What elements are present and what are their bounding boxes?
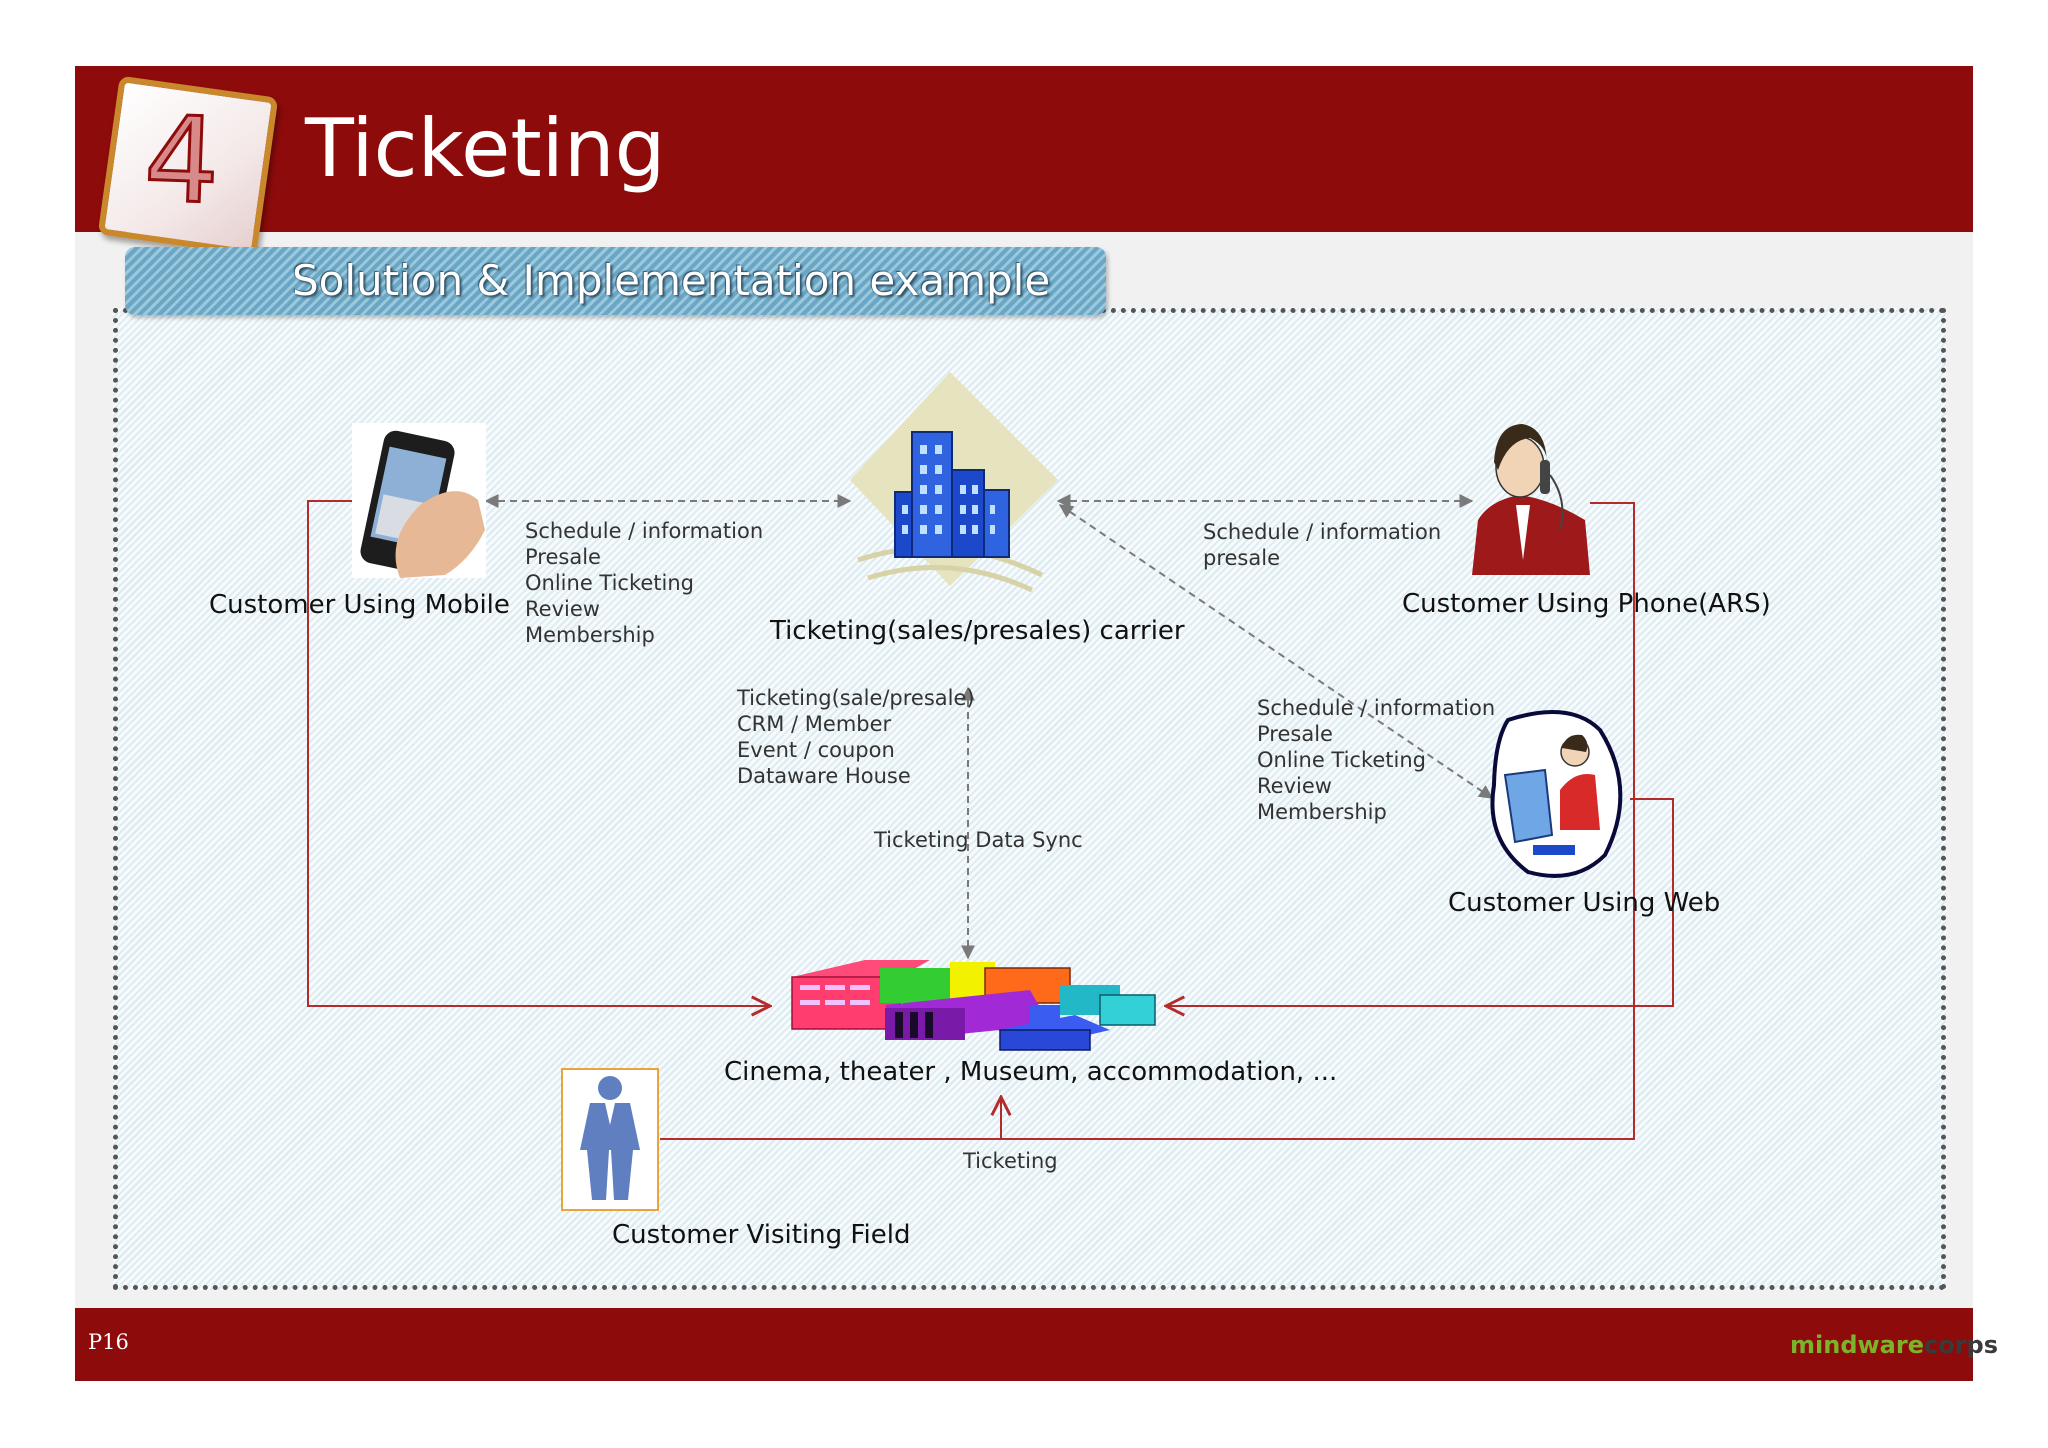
- note-line: Membership: [525, 623, 655, 647]
- note-line: Schedule / information: [525, 519, 764, 543]
- venues-label: Cinema, theater , Museum, accommodation,…: [724, 1057, 1338, 1087]
- carrier-venues-note: Ticketing(sale/presale) CRM / Member Eve…: [737, 685, 975, 789]
- note-line: Event / coupon: [737, 738, 895, 762]
- carrier-web-connector: [1058, 504, 1494, 799]
- subtitle: Solution & Implementation example: [292, 256, 1051, 305]
- slide-title: Ticketing: [305, 102, 666, 195]
- web-operator-icon: [1490, 710, 1623, 878]
- note-line: Review: [1257, 774, 1332, 798]
- office-building-icon: [850, 372, 1058, 593]
- footer-banner: [75, 1308, 1973, 1381]
- phone-field-connector: [660, 502, 1635, 1140]
- note-line: Schedule / information: [1203, 520, 1442, 544]
- note-line: Review: [525, 597, 600, 621]
- carrier-web-note: Schedule / information Presale Online Ti…: [1257, 695, 1495, 825]
- note-line: CRM / Member: [737, 712, 892, 736]
- note-line: Online Ticketing: [525, 571, 695, 595]
- phone-label: Customer Using Phone(ARS): [1402, 589, 1771, 619]
- carrier-phone-note: Schedule / information presale: [1203, 519, 1441, 571]
- smartphone-icon: [352, 423, 486, 578]
- brand-name: mindwarecorps: [1790, 1331, 1998, 1359]
- solid-connectors: [307, 500, 1674, 1140]
- carrier-label: Ticketing(sales/presales) carrier: [770, 616, 1185, 646]
- mobile-carrier-note: Schedule / information Presale Online Ti…: [525, 518, 763, 648]
- dashed-connectors: [484, 494, 1494, 960]
- note-line: Ticketing(sale/presale): [737, 686, 975, 710]
- brand-part-1: mindware: [1790, 1331, 1924, 1359]
- note-line: presale: [1203, 546, 1280, 570]
- note-line: Presale: [525, 545, 601, 569]
- mobile-venues-connector: [307, 500, 770, 1006]
- person-icon: [561, 1068, 659, 1211]
- field-label: Customer Visiting Field: [612, 1220, 911, 1250]
- header-banner: [75, 66, 1973, 232]
- note-line: Schedule / information: [1257, 696, 1496, 720]
- brand-part-2: corps: [1923, 1331, 1998, 1359]
- data-sync-label: Ticketing Data Sync: [874, 828, 1083, 852]
- mobile-label: Customer Using Mobile: [209, 590, 510, 620]
- page-number: P16: [88, 1330, 129, 1354]
- subtitle-ribbon: [125, 247, 1106, 315]
- web-venues-connector: [1166, 798, 1674, 1006]
- web-label: Customer Using Web: [1448, 888, 1721, 918]
- field-ticketing-label: Ticketing: [963, 1149, 1058, 1173]
- note-line: Dataware House: [737, 764, 911, 788]
- note-line: Online Ticketing: [1257, 748, 1427, 772]
- note-line: Membership: [1257, 800, 1387, 824]
- venue-buildings-icon: [791, 960, 1156, 1051]
- call-center-agent-icon: [1472, 424, 1590, 575]
- note-line: Presale: [1257, 722, 1333, 746]
